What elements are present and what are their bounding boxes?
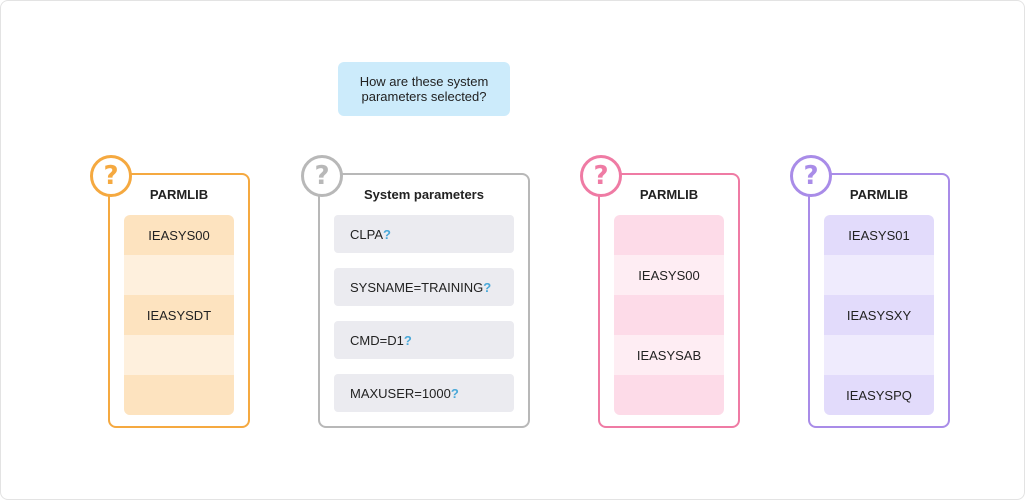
dataset-row: IEASYSXY [824, 295, 934, 335]
question-mark-icon: ? [383, 226, 391, 242]
parameter-item: CLPA? [334, 215, 514, 253]
card-title: PARMLIB [639, 187, 699, 202]
dataset-row [614, 215, 724, 255]
dataset-row [124, 335, 234, 375]
dataset-list: IEASYS00 IEASYSAB [614, 215, 724, 415]
dataset-list: IEASYS01 IEASYSXY IEASYSPQ [824, 215, 934, 415]
dataset-row: IEASYS00 [124, 215, 234, 255]
question-mark-icon: ? [301, 155, 343, 197]
parmlib-card-orange: PARMLIB IEASYS00 IEASYSDT [108, 173, 250, 428]
question-mark-icon: ? [450, 385, 459, 401]
question-mark-icon: ? [580, 155, 622, 197]
dataset-row [614, 375, 724, 415]
dataset-row [824, 335, 934, 375]
card-title: PARMLIB [849, 187, 909, 202]
dataset-list: IEASYS00 IEASYSDT [124, 215, 234, 415]
dataset-row: IEASYSAB [614, 335, 724, 375]
parmlib-card-pink: PARMLIB IEASYS00 IEASYSAB [598, 173, 740, 428]
dataset-row: IEASYSPQ [824, 375, 934, 415]
question-mark-icon: ? [483, 279, 492, 295]
dataset-row [124, 375, 234, 415]
dataset-row: IEASYS01 [824, 215, 934, 255]
dataset-row: IEASYS00 [614, 255, 724, 295]
question-mark-icon: ? [790, 155, 832, 197]
card-title: System parameters [364, 187, 484, 202]
question-mark-icon: ? [90, 155, 132, 197]
dataset-row [824, 255, 934, 295]
parameter-item: CMD=D1? [334, 321, 514, 359]
parameter-list: CLPA? SYSNAME=TRAINING? CMD=D1? MAXUSER=… [334, 215, 514, 427]
dataset-row [124, 255, 234, 295]
question-mark-icon: ? [403, 332, 412, 348]
dataset-row: IEASYSDT [124, 295, 234, 335]
dataset-row [614, 295, 724, 335]
callout-text: How are these system parameters selected… [359, 74, 489, 104]
parameter-item: SYSNAME=TRAINING? [334, 268, 514, 306]
system-parameters-card: System parameters CLPA? SYSNAME=TRAINING… [318, 173, 530, 428]
question-callout: How are these system parameters selected… [338, 62, 510, 116]
parameter-item: MAXUSER=1000? [334, 374, 514, 412]
card-title: PARMLIB [149, 187, 209, 202]
parmlib-card-purple: PARMLIB IEASYS01 IEASYSXY IEASYSPQ [808, 173, 950, 428]
